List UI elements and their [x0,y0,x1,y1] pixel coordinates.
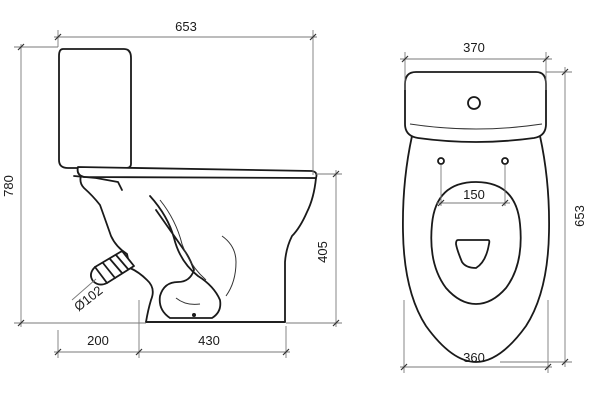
side-view-bolt [192,313,196,317]
hinge-hole-right [501,157,509,165]
top-view-seat-opening [430,181,522,305]
flush-button [467,96,481,110]
top-view-bowl [402,135,550,363]
hinge-hole-left [437,157,445,165]
side-view-seat [76,166,318,179]
top-view-drain [455,239,491,269]
label-floor-depth: 430 [198,333,220,348]
label-outlet-offset: 200 [87,333,109,348]
label-side-width: 653 [175,19,197,34]
side-view: 653 780 405 200 430 Ø102 [1,19,342,358]
label-outlet-diameter: Ø102 [71,283,105,314]
label-seat-height: 405 [315,241,330,263]
outlet-pipe [90,250,135,286]
side-view-bowl [79,171,317,323]
dimension-lines-side [14,30,342,358]
top-view: 370 150 360 653 [400,40,587,373]
side-view-cistern [58,48,132,169]
label-top-length: 653 [572,205,587,227]
side-view-hinge [73,175,123,191]
label-tank-width: 370 [463,40,485,55]
label-hole-spacing: 150 [463,187,485,202]
label-base-width: 360 [463,350,485,365]
label-side-height: 780 [1,175,16,197]
